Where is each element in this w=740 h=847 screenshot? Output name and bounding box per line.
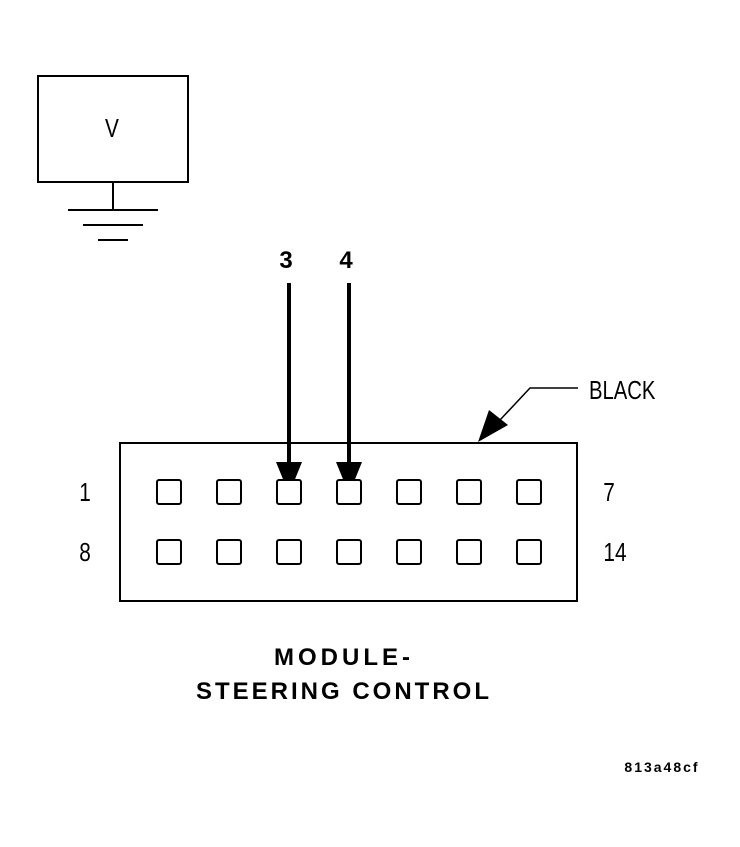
connector-body — [119, 442, 578, 602]
component-title-line1: MODULE- — [274, 644, 414, 671]
pin-cavity-12 — [396, 539, 422, 565]
pin-cavity-9 — [216, 539, 242, 565]
pin-cavity-14 — [516, 539, 542, 565]
pin-cavity-8 — [156, 539, 182, 565]
connector-color-label: BLACK — [589, 376, 656, 405]
figure-id: 813a48cf — [624, 759, 699, 775]
voltmeter-symbol: V — [105, 114, 119, 143]
component-title-line2: STEERING CONTROL — [196, 678, 492, 705]
pin-label-start-row1: 1 — [79, 478, 91, 507]
probe-label-3: 3 — [279, 247, 292, 274]
pin-row-top — [156, 479, 542, 505]
pin-label-end-row2: 14 — [603, 538, 626, 567]
probe-arrow-3 — [276, 283, 302, 494]
pin-cavity-13 — [456, 539, 482, 565]
voltmeter: V — [37, 75, 189, 210]
pin-cavity-10 — [276, 539, 302, 565]
ground-symbol — [68, 209, 158, 241]
pin-label-start-row2: 8 — [79, 538, 91, 567]
pin-cavity-3 — [276, 479, 302, 505]
pin-cavity-7 — [516, 479, 542, 505]
pin-label-end-row1: 7 — [603, 478, 615, 507]
pin-cavity-5 — [396, 479, 422, 505]
callout-arrowhead — [478, 410, 508, 442]
pin-row-bottom — [156, 539, 542, 565]
pin-cavity-2 — [216, 479, 242, 505]
pin-cavity-6 — [456, 479, 482, 505]
pin-cavity-11 — [336, 539, 362, 565]
probe-arrow-4 — [336, 283, 362, 494]
color-callout: BLACK — [478, 376, 656, 442]
pin-cavity-1 — [156, 479, 182, 505]
probe-label-4: 4 — [339, 247, 353, 274]
voltmeter-box — [37, 75, 189, 183]
pin-cavity-4 — [336, 479, 362, 505]
